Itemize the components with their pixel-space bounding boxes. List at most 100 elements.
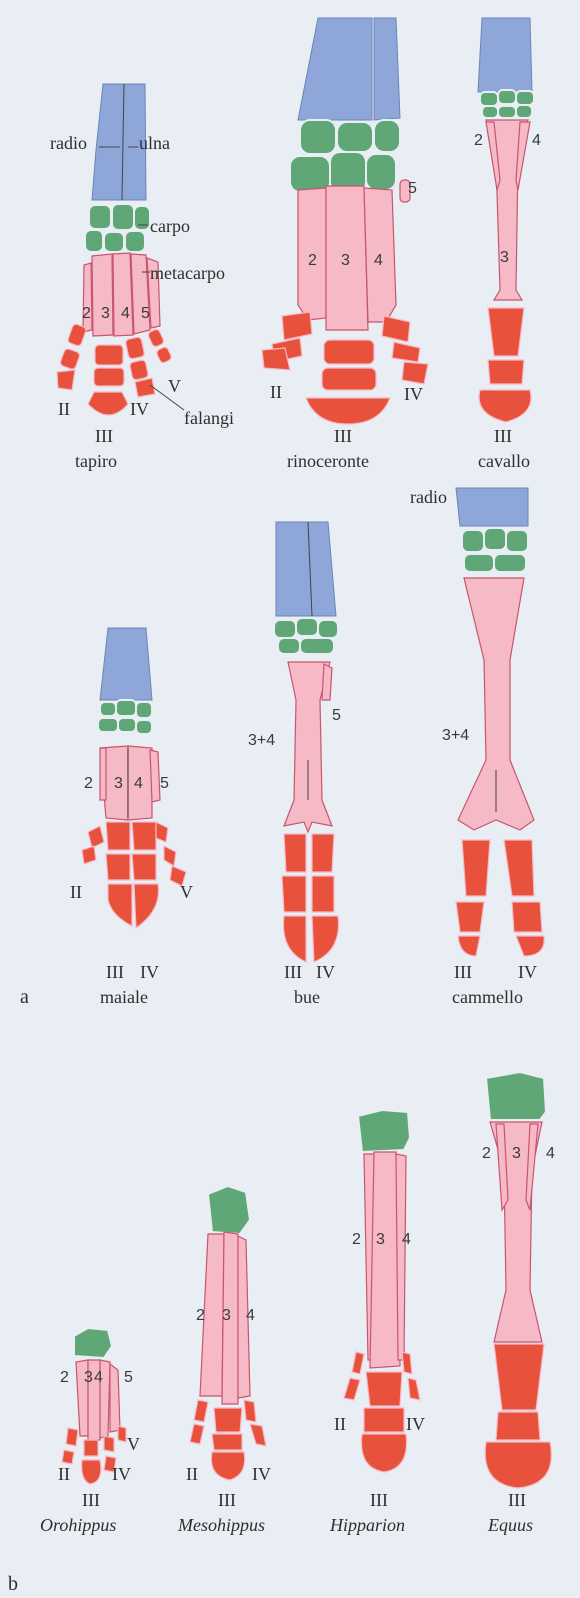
rinoceronte-metacarpal-5: 5 [408,180,417,197]
label-carpo: carpo [150,216,190,236]
equus-metacarpal-2: 2 [482,1145,491,1162]
mesohippus-limb [190,1186,266,1480]
maiale-digit-III: III [106,962,124,982]
mesohippus-digit-II: II [186,1464,198,1484]
tapiro-metacarpal-2: 2 [82,305,91,322]
hipparion-digit-II: II [334,1414,346,1434]
label-falangi: falangi [184,408,234,428]
equus-metacarpal-3: 3 [512,1145,521,1162]
maiale-radio-ulna [100,628,152,700]
orohippus-limb [62,1328,126,1484]
tapiro-digit-II: II [58,399,70,419]
orohippus-metacarpal-3: 3 [84,1369,93,1386]
tapiro-radio-ulna [92,84,146,200]
hipparion-metacarpal-2: 2 [352,1231,361,1248]
tapiro-metacarpal-3: 3 [101,305,110,322]
bue-digit-III: III [284,962,302,982]
label-radio: radio [50,133,87,153]
cavallo-carpo [480,90,534,118]
bue-limb [274,522,339,962]
mesohippus-metacarpal-2: 2 [196,1307,205,1324]
cammello-digit-III: III [454,962,472,982]
bue-metacarpo [284,662,332,832]
rinoceronte-digit-IV: IV [404,384,423,404]
hipparion-metacarpo [364,1152,406,1368]
mesohippus-carpo [208,1186,250,1234]
orohippus-digit-V: V [127,1434,140,1454]
panel-label-a: a [20,986,29,1008]
orohippus-metacarpal-2: 2 [60,1369,69,1386]
maiale-name: maiale [100,987,148,1007]
hipparion-metacarpal-3: 3 [376,1231,385,1248]
cavallo-metacarpo [486,120,530,300]
cavallo-name: cavallo [478,451,530,471]
mesohippus-name: Mesohippus [177,1515,265,1535]
hipparion-falangi [344,1352,420,1472]
mesohippus-digit-IV: IV [252,1464,271,1484]
tapiro-name: tapiro [75,451,117,471]
maiale-carpo [98,700,152,734]
equus-falangi [485,1344,551,1488]
mesohippus-digit-III: III [218,1490,236,1510]
maiale-falangi [82,822,186,928]
tapiro-metacarpo [83,253,160,336]
bue-carpo [274,618,338,654]
tapiro-metacarpal-4: 4 [121,305,130,322]
equus-name: Equus [487,1515,533,1535]
mesohippus-metacarpal-3: 3 [222,1307,231,1324]
maiale-digit-IV: IV [140,962,159,982]
rinoceronte-carpo [290,120,400,192]
cavallo-radio [478,18,532,92]
hipparion-digit-III: III [370,1490,388,1510]
cavallo-digit-III: III [494,426,512,446]
equus-limb [485,1072,551,1488]
bue-name: bue [294,987,320,1007]
cavallo-falangi [479,308,531,422]
bue-radio-ulna [276,522,336,616]
orohippus-digit-II: II [58,1464,70,1484]
tapiro-digit-III: III [95,426,113,446]
bue-digit-IV: IV [316,962,335,982]
rinoceronte-metacarpal-3: 3 [341,252,350,269]
hipparion-metacarpal-4: 4 [402,1231,411,1248]
cammello-digit-IV: IV [518,962,537,982]
cavallo-metacarpal-2: 2 [474,132,483,149]
cammello-radio-label: radio [410,487,447,507]
maiale-metacarpal-5: 5 [160,775,169,792]
rinoceronte-metacarpal-2: 2 [308,252,317,269]
rinoceronte-limb [262,18,428,424]
orohippus-digit-IV: IV [112,1464,131,1484]
maiale-metacarpal-2: 2 [84,775,93,792]
cammello-name: cammello [452,987,523,1007]
rinoceronte-digit-II: II [270,382,282,402]
maiale-metacarpal-3: 3 [114,775,123,792]
equus-metacarpal-4: 4 [546,1145,555,1162]
equus-carpo [486,1072,546,1120]
maiale-metacarpo [100,746,160,820]
rinoceronte-digit-III: III [334,426,352,446]
hipparion-digit-IV: IV [406,1414,425,1434]
orohippus-name: Orohippus [40,1515,116,1535]
bue-metacarpal-3-4: 3+4 [248,732,275,749]
cammello-falangi [456,840,544,956]
cammello-metacarpal-3-4: 3+4 [442,727,469,744]
hipparion-carpo [358,1110,410,1152]
tapiro-carpo [85,204,150,252]
mesohippus-metacarpal-4: 4 [246,1307,255,1324]
orohippus-metacarpal-5: 5 [124,1369,133,1386]
cavallo-metacarpal-3: 3 [500,249,509,266]
rinoceronte-name: rinoceronte [287,451,369,471]
tapiro-falangi [57,323,172,415]
orohippus-digit-III: III [82,1490,100,1510]
rinoceronte-metacarpal-4: 4 [374,252,383,269]
bue-metacarpal-5: 5 [332,707,341,724]
cavallo-metacarpal-4: 4 [532,132,541,149]
label-ulna: ulna [139,133,170,153]
tapiro-digit-IV: IV [130,399,149,419]
maiale-metacarpal-4: 4 [134,775,143,792]
panel-label-b: b [8,1573,18,1595]
hipparion-name: Hipparion [329,1515,405,1535]
cammello-carpo [462,528,528,572]
cammello-limb [456,488,544,956]
